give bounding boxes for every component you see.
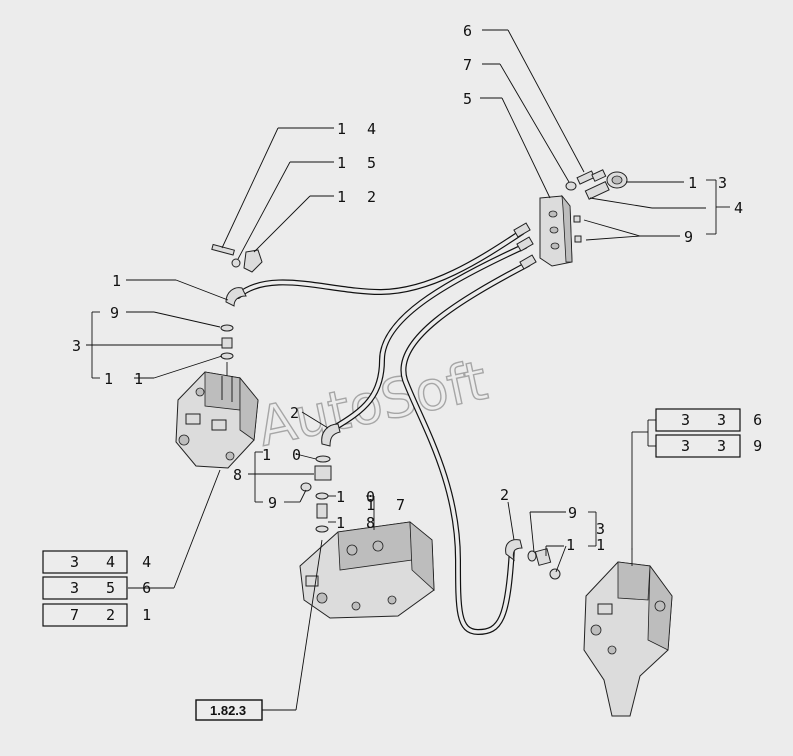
hydraulic-pump [299, 521, 435, 619]
callout-1: 1 [112, 272, 127, 290]
callout-4: 4 [734, 199, 749, 217]
ref-box-721: 7 2 1 [70, 606, 160, 624]
ref-boxes-right: 3 3 6 3 3 9 [655, 408, 771, 458]
callout-12: 1 2 [337, 188, 382, 206]
hose-end-fittings [225, 222, 537, 562]
callout-6: 6 [463, 22, 478, 40]
callout-9-r2: 9 [568, 504, 583, 522]
callout-13: 1 3 [688, 174, 733, 192]
hose-3 [400, 261, 531, 636]
ref-box-356: 3 5 6 [70, 579, 160, 597]
right-fitting-stack [527, 548, 561, 580]
callout-7: 7 [463, 56, 478, 74]
callout-10-a: 1 0 [262, 446, 307, 464]
control-valve-left [175, 371, 259, 469]
callout-labels: 6 7 5 1 4 1 5 1 2 1 3 4 9 1 9 3 1 1 2 1 … [72, 22, 749, 554]
callout-8: 8 [233, 466, 248, 484]
leader-lines [86, 29, 730, 711]
mid-fitting-stack [300, 455, 332, 533]
watermark-text: AutoSoft [253, 349, 493, 459]
page-ref-box[interactable]: 1.82.3 [195, 699, 263, 721]
callout-18: 1 8 [336, 514, 381, 532]
callout-15: 1 5 [337, 154, 382, 172]
callout-2-right: 2 [500, 486, 515, 504]
control-valve-right [583, 548, 673, 717]
callout-11-left: 1 1 [104, 370, 149, 388]
mounting-bracket [539, 194, 582, 267]
hose-1 [235, 229, 525, 299]
callout-3-right: 3 [596, 520, 611, 538]
bolt-clamp-group [211, 243, 263, 273]
left-fitting-stack [220, 324, 234, 385]
page-ref-label: 1.82.3 [210, 703, 246, 718]
ref-box-339: 3 3 9 [681, 437, 771, 455]
callout-9-mid: 9 [268, 494, 283, 512]
callout-3-left: 3 [72, 337, 87, 355]
callout-5: 5 [463, 90, 478, 108]
ref-boxes-left: 3 4 4 3 5 6 7 2 1 [42, 550, 160, 627]
callout-10-b: 1 0 [336, 488, 381, 506]
callout-9-left: 9 [110, 304, 125, 322]
ref-box-344: 3 4 4 [70, 553, 160, 571]
bolt-and-fittings-right [565, 169, 628, 200]
hose-2 [331, 243, 528, 431]
callout-2-mid: 2 [290, 404, 305, 422]
callout-11-right: 1 1 [566, 536, 611, 554]
callout-9-right: 9 [684, 228, 699, 246]
ref-box-336: 3 3 6 [681, 411, 771, 429]
callout-17: 1 7 [366, 496, 411, 514]
callout-14: 1 4 [337, 120, 382, 138]
